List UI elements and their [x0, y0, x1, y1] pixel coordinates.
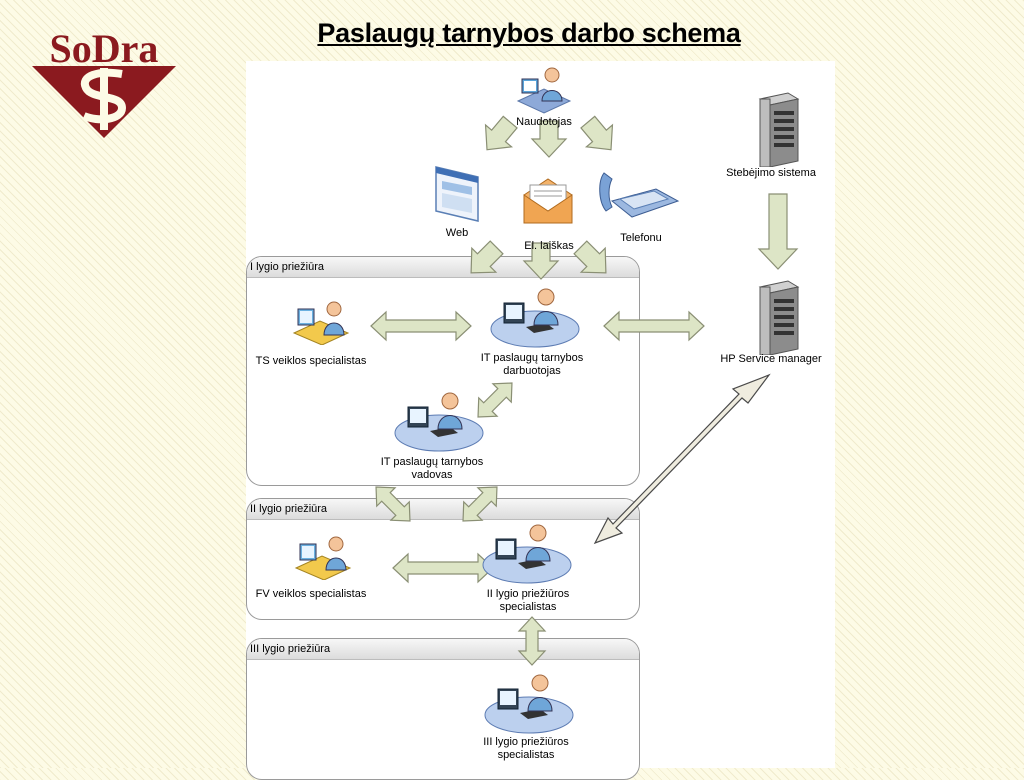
level3-specialist-person-icon — [484, 674, 574, 734]
fv-specialist-label: FV veiklos specialistas — [255, 588, 367, 600]
group-level2-title: II lygio priežiūra — [247, 499, 639, 520]
it-worker-label-line2: darbuotojas — [503, 365, 561, 377]
level3-specialist-label-line1: III lygio priežiūros — [483, 736, 569, 748]
phone-label: Telefonu — [620, 232, 662, 244]
arrow-itworker-hp — [603, 311, 705, 341]
user-label: Naudotojas — [516, 116, 572, 128]
ts-specialist-label: TS veiklos specialistas — [255, 355, 367, 367]
level2-specialist-label-line2: specialistas — [499, 601, 557, 613]
arrow-monitoring-hp — [757, 193, 799, 270]
user-person-icon — [516, 67, 572, 114]
telephone-icon — [599, 172, 680, 218]
it-manager-person-icon — [394, 392, 484, 452]
it-worker-person-icon — [490, 288, 580, 348]
ts-specialist-person-icon — [292, 301, 350, 345]
group-level3: III lygio priežiūra — [246, 638, 640, 780]
arrow-hp-level2spec — [593, 373, 771, 545]
email-envelope-icon — [523, 178, 573, 224]
arrow-fv-level2spec — [392, 553, 494, 583]
arrow-manager-level2-left — [366, 477, 420, 531]
logo-text: SoDra — [50, 26, 159, 71]
it-manager-label-line1: IT paslaugų tarnybos — [380, 456, 484, 468]
sodra-logo: SoDra — [32, 26, 176, 138]
slide-title: Paslaugų tarnybos darbo schema — [317, 18, 741, 48]
monitoring-label: Stebėjimo sistema — [726, 167, 816, 179]
it-manager-label-line2: vadovas — [411, 469, 453, 481]
arrow-ts-itworker — [370, 311, 472, 341]
monitoring-server-icon — [758, 92, 800, 167]
diagram-canvas: I lygio priežiūra II lygio priežiūra III… — [246, 61, 835, 780]
hp-label: HP Service manager — [720, 353, 822, 365]
hp-server-icon — [758, 280, 800, 355]
web-label: Web — [445, 227, 469, 239]
arrows-layer — [366, 110, 799, 666]
arrow-level2-level3 — [518, 616, 546, 666]
web-browser-icon — [435, 166, 479, 222]
it-worker-label-line1: IT paslaugų tarnybos — [480, 352, 584, 364]
email-label: El. laiškas — [524, 240, 574, 252]
arrow-web-level1 — [458, 234, 510, 286]
level2-specialist-person-icon — [482, 524, 572, 584]
fv-specialist-person-icon — [294, 536, 352, 580]
level3-specialist-label-line2: specialistas — [497, 749, 555, 761]
level2-specialist-label-line1: II lygio priežiūros — [486, 588, 570, 600]
